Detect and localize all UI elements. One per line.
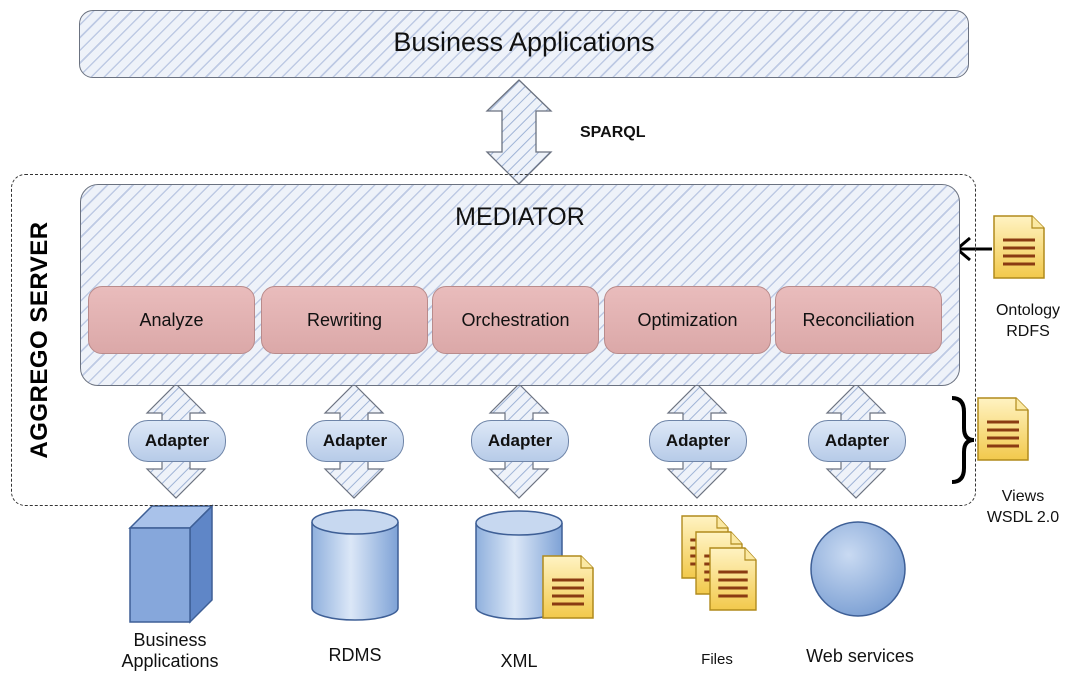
aggrego-server-boundary: [11, 174, 976, 506]
source-label-xml: XML: [500, 651, 538, 671]
ontology-document-icon: [992, 214, 1046, 280]
step-rewriting: Rewriting: [261, 286, 428, 354]
source-label-line2: Applications: [121, 651, 219, 671]
mediator-box: MEDIATOR: [80, 184, 960, 386]
source-label-web-services: Web services: [806, 646, 914, 666]
adapter-1: Adapter: [128, 420, 226, 462]
sparql-label: SPARQL: [580, 124, 646, 141]
ontology-label: Ontology RDFS: [983, 300, 1073, 342]
step-optimization: Optimization: [604, 286, 771, 354]
step-reconciliation: Reconciliation: [775, 286, 942, 354]
database-cylinder-icon: [311, 509, 399, 621]
adapter-3: Adapter: [471, 420, 569, 462]
xml-document-icon: [475, 510, 595, 620]
cube-icon: [128, 504, 214, 624]
aggrego-server-title: AGGREGO SERVER: [26, 221, 53, 459]
ontology-label-line1: Ontology: [995, 302, 1061, 319]
globe-circle-icon: [810, 521, 906, 617]
sparql-double-arrow: [485, 79, 553, 185]
step-analyze: Analyze: [88, 286, 255, 354]
views-label: Views WSDL 2.0: [978, 486, 1068, 528]
step-orchestration: Orchestration: [432, 286, 599, 354]
adapter-2: Adapter: [306, 420, 404, 462]
views-document-icon: [976, 396, 1030, 462]
files-icon: [680, 514, 758, 612]
source-label-business-applications: Business Applications: [110, 630, 230, 672]
views-label-line1: Views: [1001, 488, 1045, 505]
source-label-files: Files: [701, 651, 733, 668]
mediator-title: MEDIATOR: [455, 203, 585, 231]
views-label-line2: WSDL 2.0: [986, 509, 1060, 526]
adapter-5: Adapter: [808, 420, 906, 462]
source-label-rdms: RDMS: [328, 645, 382, 665]
source-label-line1: Business: [133, 630, 207, 650]
views-brace: [951, 396, 975, 484]
business-applications-label: Business Applications: [393, 27, 655, 57]
business-applications-box: Business Applications: [79, 10, 969, 78]
ontology-label-line2: RDFS: [1006, 323, 1050, 340]
adapter-4: Adapter: [649, 420, 747, 462]
